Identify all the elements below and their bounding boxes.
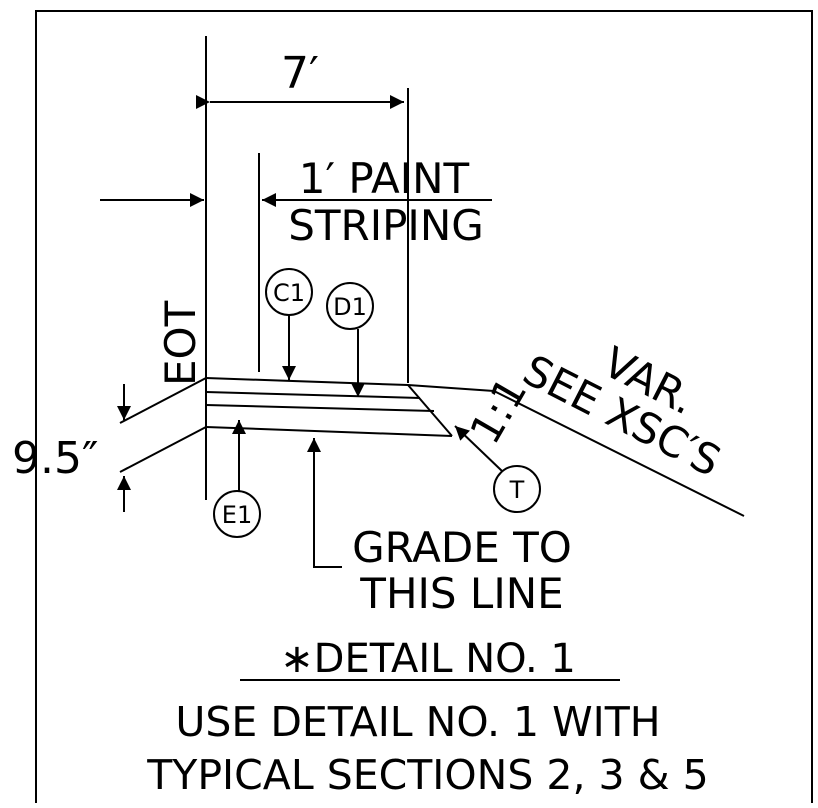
callout-t-label: T [509,476,525,504]
grade-label-line1: GRADE TO [352,523,572,572]
depth-dimension-label: 9.5″ [12,433,98,484]
eot-label: EOT [156,300,205,386]
note-line1: USE DETAIL NO. 1 WITH [175,698,660,746]
callout-c1: C1 [265,268,313,380]
pavement-top-surface [205,377,495,392]
depth-bottom-extension [119,426,207,473]
callout-t: T [454,425,541,513]
slope-line [493,390,745,517]
pavement-taper [407,384,453,437]
frame-border [35,10,813,803]
callout-d1: D1 [326,282,374,397]
grade-line [205,426,453,437]
grade-leader [307,438,342,568]
callout-e1: E1 [213,420,261,538]
depth-top-extension [119,377,207,424]
paint-label-line1: 1′ PAINT [299,154,470,203]
detail-title: ∗DETAIL NO. 1 [280,636,576,682]
callout-e1-label: E1 [222,501,252,529]
paint-label-line2: STRIPING [288,201,484,250]
callout-c1-label: C1 [273,279,305,307]
grade-label-line2: THIS LINE [359,569,563,618]
width-dimension-label: 7′ [281,48,319,99]
note-line2: TYPICAL SECTIONS 2, 3 & 5 [146,751,709,799]
pavement-layer-line-2 [205,404,435,412]
callout-d1-label: D1 [333,293,367,321]
pavement-layer-line-1 [205,391,421,399]
